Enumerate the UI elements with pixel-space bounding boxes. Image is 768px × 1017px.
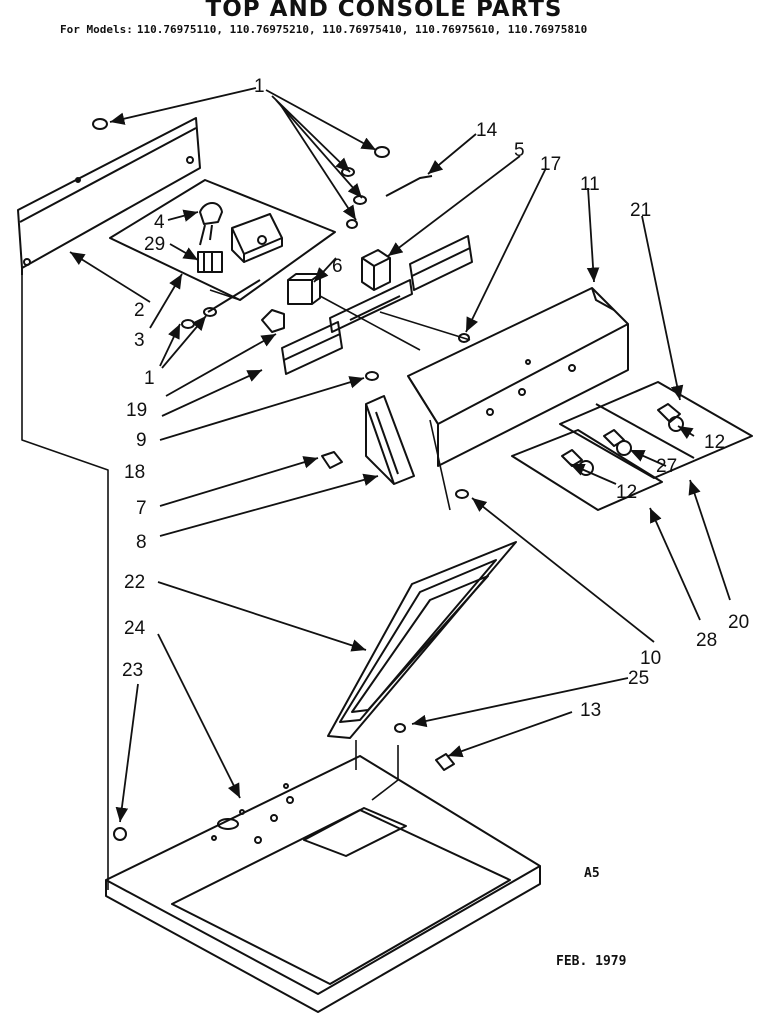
callout-5: 5 — [514, 140, 525, 161]
callout-labels: 1 14 5 17 11 21 4 29 6 2 3 1 19 9 18 7 8… — [122, 76, 749, 721]
callout-11: 11 — [580, 174, 600, 195]
rail-left — [281, 321, 343, 375]
models-label: For Models: — [60, 23, 133, 36]
knob-plate-upper — [559, 381, 753, 479]
callout-24: 24 — [124, 618, 146, 639]
callout-12a: 12 — [704, 432, 725, 453]
callout-19: 19 — [126, 400, 147, 421]
console-end-cap-part — [365, 395, 415, 485]
knob-plate-lower — [511, 429, 663, 511]
callout-6: 6 — [332, 256, 343, 277]
callout-13: 13 — [580, 700, 601, 721]
leader-lines — [69, 87, 731, 823]
callout-9: 9 — [136, 430, 147, 451]
timer-module-part — [231, 213, 283, 263]
callout-27: 27 — [656, 456, 677, 477]
callout-18: 18 — [124, 462, 145, 483]
callout-8: 8 — [136, 532, 147, 553]
callout-22: 22 — [124, 572, 145, 593]
callout-28: 28 — [696, 630, 717, 651]
block-part — [361, 249, 391, 291]
callout-20: 20 — [728, 612, 749, 633]
console-housing-part — [407, 287, 629, 467]
back-panel-part — [17, 117, 201, 275]
callout-2: 2 — [134, 300, 145, 321]
models-line: For Models:110.76975110, 110.76975210, 1… — [60, 23, 760, 36]
callout-1a: 1 — [254, 76, 265, 97]
lid-filter-part — [327, 541, 517, 739]
callout-17: 17 — [540, 154, 561, 175]
callout-12b: 12 — [616, 482, 637, 503]
hardware-parts — [92, 118, 470, 841]
callout-7: 7 — [136, 498, 147, 519]
callout-23: 23 — [122, 660, 143, 681]
callout-1b: 1 — [144, 368, 155, 389]
terminal-block-part — [197, 251, 223, 273]
callout-29: 29 — [144, 234, 165, 255]
callout-3: 3 — [134, 330, 145, 351]
callout-14: 14 — [476, 120, 498, 141]
drawing-code: A5 — [584, 866, 600, 881]
thermostat-part — [199, 202, 223, 246]
callout-4: 4 — [154, 212, 165, 233]
callout-21: 21 — [630, 200, 651, 221]
control-plate-outline — [109, 179, 336, 313]
bracket-small — [261, 309, 285, 333]
drawing-date: FEB. 1979 — [556, 954, 627, 969]
switch-part — [287, 273, 321, 305]
top-panel-part — [105, 755, 541, 1013]
callout-10: 10 — [640, 648, 661, 669]
rail-upper — [409, 235, 473, 291]
assembly-lines — [21, 275, 471, 890]
knob-parts — [561, 403, 684, 476]
callout-25: 25 — [628, 668, 649, 689]
models-list: 110.76975110, 110.76975210, 110.76975410… — [136, 23, 588, 36]
page-title: TOP AND CONSOLE PARTS — [205, 0, 563, 22]
wire-lead — [385, 175, 433, 197]
